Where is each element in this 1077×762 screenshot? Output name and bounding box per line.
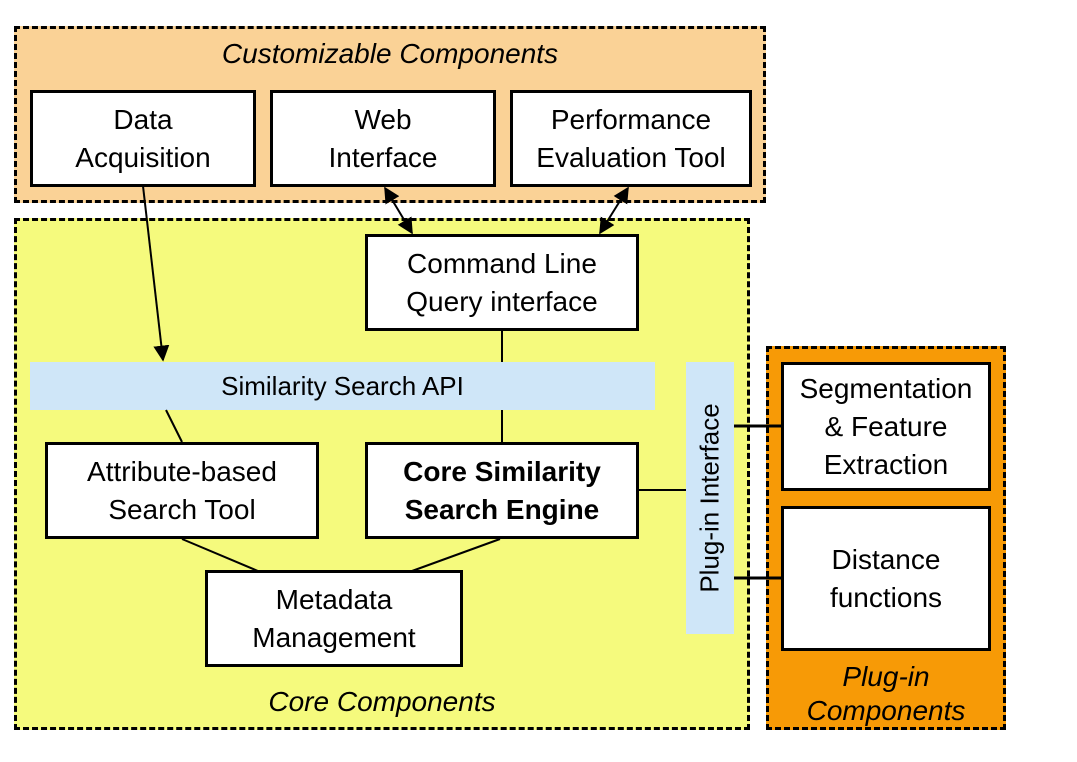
core-similarity-search-engine-box: Core Similarity Search Engine xyxy=(365,442,639,539)
data-acquisition-to-api-arrow xyxy=(142,185,170,362)
metadata-management-box: Metadata Management xyxy=(205,570,463,667)
data-acquisition-box: Data Acquisition xyxy=(30,90,256,187)
web-interface-box: Web Interface xyxy=(270,90,496,187)
segmentation-feature-extraction-box: Segmentation & Feature Extraction xyxy=(781,362,991,491)
attribute-search-to-metadata-line xyxy=(181,538,259,572)
attribute-based-search-tool-box: Attribute-based Search Tool xyxy=(45,442,319,539)
core-engine-to-metadata-line xyxy=(411,538,501,572)
plugin-components-title: Plug-in Components xyxy=(806,661,966,726)
api-to-attribute-search-line xyxy=(165,409,183,443)
web-interface-to-command-line-arrow xyxy=(384,186,413,235)
customizable-components-title: Customizable Components xyxy=(221,38,559,69)
performance-evaluation-tool-box: Performance Evaluation Tool xyxy=(510,90,752,187)
similarity-search-api-band: Similarity Search API xyxy=(30,362,655,410)
distance-functions-box: Distance functions xyxy=(781,506,991,651)
performance-tool-to-command-line-arrow xyxy=(599,186,629,235)
plugin-interface-band: Plug-in Interface xyxy=(686,362,734,634)
command-line-query-interface-box: Command Line Query interface xyxy=(365,234,639,331)
core-components-title: Core Components xyxy=(268,686,496,717)
